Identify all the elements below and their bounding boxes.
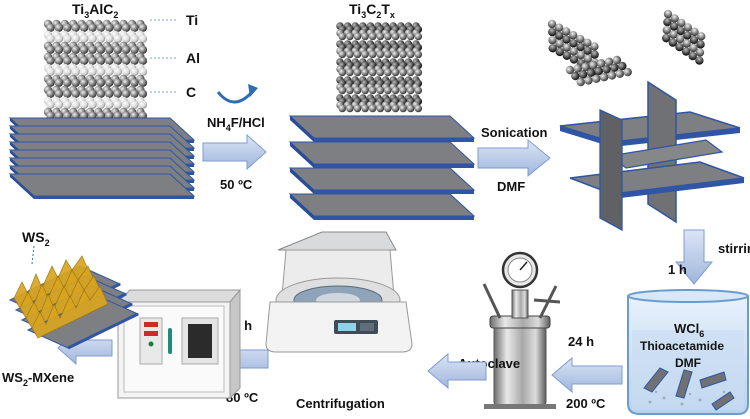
sonication-label: Sonication bbox=[481, 125, 548, 140]
mxene-formula: Ti3C2Tx bbox=[349, 1, 395, 20]
curved-arrow-icon bbox=[216, 90, 254, 104]
etchant-label: NH4F/HCl bbox=[207, 115, 265, 133]
centrifuge-icon bbox=[265, 231, 413, 353]
etching-temperature: 50 ºC bbox=[220, 177, 253, 192]
ws2-label: WS2 bbox=[22, 229, 50, 248]
delaminated-flakes bbox=[547, 9, 706, 87]
beaker bbox=[627, 289, 749, 415]
atom-layer bbox=[336, 22, 423, 34]
atom-layer bbox=[336, 83, 423, 95]
autoclave-temperature: 200 ºC bbox=[566, 396, 606, 411]
atom-layer bbox=[43, 52, 148, 65]
sonication-solvent: DMF bbox=[497, 179, 525, 194]
layer-sheet bbox=[8, 173, 196, 199]
left-arrow-icon bbox=[551, 356, 623, 394]
atom-layer bbox=[43, 19, 148, 32]
left-arrow-icon bbox=[427, 352, 487, 390]
stirring-time: 1 h bbox=[668, 262, 687, 277]
atom-layer bbox=[43, 96, 148, 109]
layer-sheet bbox=[288, 115, 476, 142]
max-phase-formula: Ti3AlC2 bbox=[72, 1, 118, 20]
mxene-crystal bbox=[336, 22, 423, 113]
max-phase-sheets bbox=[8, 117, 196, 199]
atom-layer bbox=[336, 65, 423, 77]
atom-layer bbox=[43, 63, 148, 76]
final-product-label: WS2-MXene bbox=[2, 370, 74, 388]
atom-layer bbox=[43, 107, 148, 120]
beaker-reagent-1: WCl6 bbox=[674, 321, 704, 339]
atom-label-c: C bbox=[186, 84, 196, 100]
curved-arrow-head-icon bbox=[248, 84, 258, 97]
autoclave-icon bbox=[482, 251, 561, 409]
beaker-reagent-2: Thioacetamide bbox=[640, 339, 724, 353]
atom-label-al: Al bbox=[186, 50, 200, 66]
layer-sheet bbox=[288, 167, 476, 194]
atom-layer bbox=[336, 94, 423, 106]
stirring-label: stirring bbox=[718, 241, 750, 256]
atom-layer bbox=[336, 47, 423, 59]
mxene-flake bbox=[662, 9, 706, 65]
atom-layer bbox=[43, 85, 148, 98]
max-phase-crystal bbox=[43, 19, 148, 120]
delaminated-sheets bbox=[559, 80, 745, 232]
mxene-sheets bbox=[288, 115, 476, 220]
atom-layer bbox=[336, 101, 423, 113]
atom-layer bbox=[43, 74, 148, 87]
layer-sheet bbox=[288, 141, 476, 168]
mxene-flake bbox=[565, 55, 632, 87]
down-arrow-icon bbox=[674, 229, 714, 285]
atom-label-ti: Ti bbox=[186, 12, 198, 28]
atom-layer bbox=[336, 29, 423, 41]
autoclave-time: 24 h bbox=[568, 334, 594, 349]
atom-layer bbox=[43, 41, 148, 54]
right-arrow-icon bbox=[477, 138, 551, 178]
layer-sheet bbox=[288, 193, 476, 220]
ws2-mxene-product bbox=[8, 255, 140, 350]
centrifugation-label: Centrifugation bbox=[296, 396, 385, 411]
atom-labels: Ti Al C bbox=[150, 12, 200, 100]
oven-icon bbox=[116, 288, 242, 400]
beaker-solvent: DMF bbox=[675, 356, 701, 370]
atom-layer bbox=[43, 30, 148, 43]
right-arrow-icon bbox=[202, 133, 267, 171]
